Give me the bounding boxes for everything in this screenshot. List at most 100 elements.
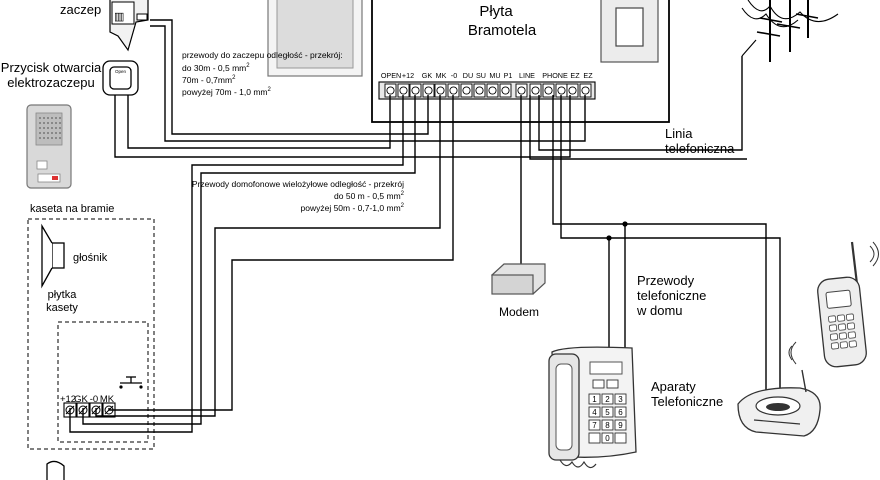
phone-line-label-line1: Linia — [665, 126, 693, 141]
keypad-key-5[interactable] — [614, 406, 627, 418]
cordless-keypad — [828, 313, 857, 350]
terminal-label-0: OPEN — [381, 71, 401, 80]
terminal-label-10: PHONE — [542, 71, 568, 80]
cordless-key — [837, 314, 846, 322]
keypad-key-label-1: 2 — [605, 395, 610, 404]
terminal-label-4: -0 — [451, 71, 457, 80]
gate-terminal-label-3: MK — [100, 394, 115, 405]
open-button-group: Przycisk otwarcia elektrozaczepu Open — [1, 60, 139, 96]
lock-coil-symbol: ▥ — [114, 11, 124, 23]
cordless-key — [848, 340, 857, 348]
intercom-wire-note: Przewody domofonowe wielożyłowe odległoś… — [192, 179, 405, 213]
keypad-key-label-5: 6 — [618, 408, 623, 417]
keypad-key-0[interactable] — [588, 393, 601, 405]
gate-terminal-label-1: GK — [74, 394, 88, 405]
modem: Modem — [490, 263, 546, 319]
gate-terminal-label-2: -0 — [90, 394, 98, 405]
cordless-key — [828, 315, 837, 323]
board-title-line1: Płyta — [479, 3, 513, 20]
lock-wire-note: przewody do zaczepu odległość - przekrój… — [182, 50, 343, 97]
intercom-note-line3: powyżej 50m - 0,7-1,0 mm2 — [301, 203, 405, 213]
board-title-line2: Bramotela — [468, 22, 537, 39]
open-button-face: Open — [115, 69, 127, 74]
keypad-key-4[interactable] — [601, 406, 614, 418]
gate-panel: kaseta na bramie głośnik płytka kasety +… — [27, 203, 155, 480]
board-module-window — [615, 7, 644, 47]
door-lock: zaczep ▥ — [60, 0, 149, 52]
modem-icon — [491, 274, 534, 295]
terminal-label-12: EZ — [583, 71, 593, 80]
cordless-key — [829, 324, 838, 332]
gate-terminal-label-0: +12 — [60, 394, 76, 405]
keypad-key-8[interactable] — [614, 419, 627, 431]
keypad-key-11[interactable] — [614, 432, 627, 444]
cordless-key — [838, 332, 848, 340]
keypad-key-label-10: 0 — [605, 434, 610, 443]
terminal-label-8: P1 — [504, 71, 513, 80]
keypad-key-label-0: 1 — [592, 395, 597, 404]
open-button-label-line2: elektrozaczepu — [7, 75, 94, 90]
terminal-label-3: MK — [436, 71, 447, 80]
terminal-label-1: +12 — [402, 71, 414, 80]
keypad-key-1[interactable] — [601, 393, 614, 405]
open-button-label-line1: Przycisk otwarcia — [1, 60, 102, 75]
terminal-label-2: GK — [422, 71, 433, 80]
keypad-key-2[interactable] — [614, 393, 627, 405]
intercom-monitor — [267, 0, 363, 77]
terminal-label-5: DU — [463, 71, 473, 80]
keypad-key-label-6: 7 — [592, 421, 597, 430]
phones-label-line2: Telefoniczne — [651, 394, 723, 409]
lock-note-line1: do 30m - 0,5 mm2 — [182, 63, 250, 73]
keypad-key-6[interactable] — [588, 419, 601, 431]
speaker-icon — [51, 242, 65, 269]
cordless-key — [829, 333, 839, 341]
cordless-base — [737, 341, 821, 437]
cordless-key — [839, 341, 848, 349]
cordless-phone-icon — [817, 276, 867, 368]
lock-note-line2: 70m - 0,7mm2 — [182, 75, 236, 85]
keypad-key-label-8: 9 — [618, 421, 623, 430]
house-wires-line1: Przewody — [637, 273, 695, 288]
modem-label: Modem — [499, 305, 539, 319]
phones-label-line1: Aparaty — [651, 379, 696, 394]
keypad-key-9[interactable] — [588, 432, 601, 444]
function-key-1[interactable] — [606, 379, 619, 389]
keypad-key-7[interactable] — [601, 419, 614, 431]
lock-label: zaczep — [60, 2, 101, 17]
call-button-icon — [119, 376, 143, 389]
keypad-key-label-4: 5 — [605, 408, 610, 417]
keypad-key-label-3: 4 — [592, 408, 597, 417]
microphone-icon — [46, 460, 65, 480]
door-station-panel — [26, 104, 72, 189]
speaker-grille — [39, 117, 61, 139]
terminal-label-6: SU — [476, 71, 486, 80]
terminal-label-9: LINE — [519, 71, 535, 80]
lock-note-title: przewody do zaczepu odległość - przekrój… — [182, 50, 343, 60]
intercom-note-line2: do 50 m - 0,5 mm2 — [334, 191, 405, 201]
terminal-label-7: MU — [489, 71, 500, 80]
lock-note-line3: powyżej 70m - 1,0 mm2 — [182, 87, 272, 97]
cordless-key — [837, 323, 847, 331]
keypad-key-label-7: 8 — [605, 421, 610, 430]
house-wires-line2: telefoniczne — [637, 288, 706, 303]
plate-label-line2: kasety — [46, 302, 78, 314]
house-wires-line3: w domu — [636, 303, 683, 318]
cordless-handset — [817, 241, 879, 368]
telephone-poles — [741, 0, 839, 62]
keypad-key-3[interactable] — [588, 406, 601, 418]
intercom-note-line1: Przewody domofonowe wielożyłowe odległoś… — [192, 179, 404, 189]
wiring — [69, 19, 781, 433]
keypad-key-10[interactable] — [601, 432, 614, 444]
terminal-label-11: EZ — [570, 71, 580, 80]
keypad-key-label-2: 3 — [618, 395, 623, 404]
cordless-key — [846, 322, 856, 330]
function-key-0[interactable] — [592, 379, 605, 389]
plate-label-line1: płytka — [48, 289, 78, 301]
